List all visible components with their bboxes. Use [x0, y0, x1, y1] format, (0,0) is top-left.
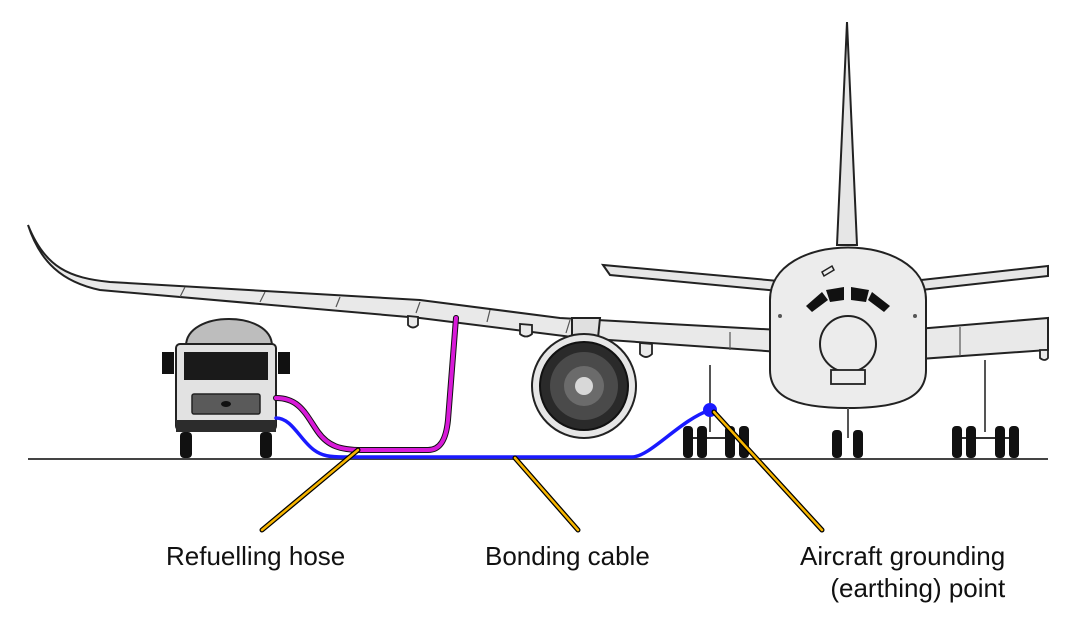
bonding-cable [274, 408, 712, 459]
upper-vent [821, 264, 835, 278]
engine [531, 333, 637, 439]
label-bonding-cable: Bonding cable [485, 541, 650, 571]
label-grounding-point-line1: Aircraft grounding [800, 541, 1006, 571]
flap-fairings [407, 315, 653, 358]
nose-gear [832, 408, 863, 458]
left-stabiliser [600, 263, 791, 294]
main-gear-right [952, 360, 1019, 458]
leader-lines [259, 409, 825, 533]
cockpit-windows [806, 287, 890, 312]
refuelling-hose [273, 315, 459, 453]
refuelling-hose-fill [274, 316, 458, 452]
radome [819, 315, 877, 373]
fuselage-details [778, 314, 917, 318]
label-grounding-point-line2: (earthing) point [830, 573, 1006, 603]
label-refuelling-hose: Refuelling hose [166, 541, 346, 571]
left-wing [27, 224, 781, 354]
label-grounding-point: Aircraft grounding (earthing) point [800, 540, 1005, 604]
nose-gear-door [830, 369, 866, 385]
right-wing-fairing [1039, 349, 1049, 361]
wing-panel-lines [179, 286, 731, 350]
tail-fin [835, 21, 859, 246]
fuel-truck [162, 318, 290, 458]
